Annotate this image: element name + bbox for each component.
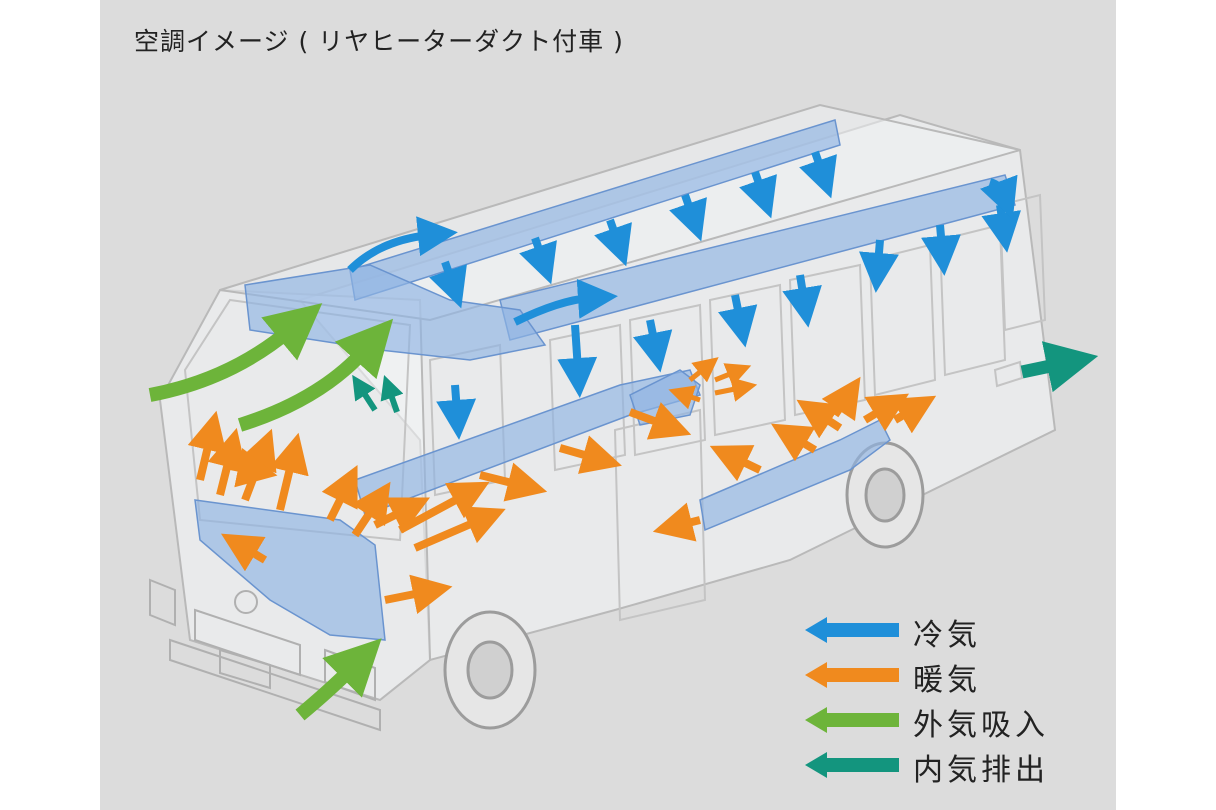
fresh-arrow — [295, 638, 382, 721]
warm-arrow — [714, 377, 758, 402]
warm-arrow — [709, 445, 762, 482]
warm-arrow — [652, 502, 701, 542]
warm-arrow — [714, 363, 752, 387]
cool-arrow — [782, 274, 822, 328]
rear-lamp — [993, 360, 1024, 388]
warm-arrow — [862, 393, 910, 432]
cool-arrow — [513, 278, 618, 326]
cool-arrow — [436, 384, 477, 440]
rear-heater-unit — [699, 418, 891, 532]
cool-arrow — [799, 150, 837, 199]
cool-arrow — [669, 193, 707, 242]
arrow-left-icon — [805, 662, 899, 688]
arrow-left-icon — [805, 752, 899, 778]
cool-arrow — [921, 224, 961, 276]
cool-air-arrows — [347, 150, 1021, 440]
warm-arrow — [224, 448, 278, 488]
cool-arrow — [980, 174, 1018, 220]
fresh-arrow — [148, 303, 323, 402]
toyota-emblem — [234, 590, 258, 614]
arrow-left-icon — [805, 707, 899, 733]
arrow-left-icon — [805, 617, 899, 643]
legend-item: 内気排出 — [805, 747, 1105, 788]
warm-arrow — [373, 497, 431, 534]
warm-arrow — [479, 462, 548, 502]
legend-label: 暖気 — [913, 663, 981, 698]
warm-arrow — [688, 357, 719, 383]
legend-item: 外気吸入 — [805, 702, 1105, 743]
legend-label: 冷気 — [913, 618, 981, 653]
exhaust-arrow — [352, 374, 378, 412]
warm-arrow — [413, 506, 506, 552]
side-window-7 — [938, 223, 1007, 377]
legend-label: 内気排出 — [913, 753, 1049, 788]
warm-arrow — [269, 432, 309, 511]
windshield — [183, 298, 412, 542]
side-window-6 — [868, 243, 937, 397]
page-title: 空調イメージ ( リヤヒーターダクト付車 ) — [134, 27, 624, 56]
exhaust-arrow — [1020, 341, 1099, 393]
cool-arrow — [981, 204, 1021, 253]
front-bumper — [169, 638, 381, 732]
side-window-4 — [708, 283, 787, 437]
legend-label: 外気吸入 — [913, 708, 1049, 743]
cool-arrow — [594, 218, 632, 267]
legend-item: 暖気 — [805, 657, 1105, 698]
cool-arrow — [557, 324, 598, 398]
warm-arrow — [351, 481, 391, 538]
fresh-arrow — [237, 318, 394, 432]
warm-arrow — [891, 395, 937, 434]
warm-arrow — [668, 385, 701, 410]
warm-arrow — [770, 423, 818, 462]
cool-arrow — [519, 236, 557, 285]
exhaust-arrow — [380, 375, 404, 413]
front-grille — [194, 608, 301, 677]
cool-arrow — [739, 170, 777, 219]
headlamp-left — [149, 578, 176, 627]
warm-arrow — [558, 435, 622, 474]
warm-arrow — [821, 376, 861, 422]
warm-arrow — [321, 464, 358, 522]
rear-window — [998, 193, 1047, 332]
warm-arrow — [398, 481, 490, 534]
cool-arrow — [429, 260, 467, 309]
cool-arrow — [718, 294, 758, 348]
air-ducts — [194, 119, 1016, 641]
warm-arrow — [384, 574, 453, 614]
warm-arrow — [628, 402, 692, 440]
cool-arrow — [347, 216, 458, 273]
license-plate — [219, 648, 271, 690]
exhaust-air-arrows — [352, 341, 1099, 413]
fresh-air-arrows — [148, 303, 394, 721]
warm-arrow — [220, 533, 268, 572]
cool-arrow — [633, 319, 673, 373]
warm-air-arrows — [187, 357, 937, 614]
bus-windows — [183, 193, 1047, 622]
legend-item: 冷気 — [805, 612, 1105, 653]
cool-arrow — [859, 239, 899, 293]
